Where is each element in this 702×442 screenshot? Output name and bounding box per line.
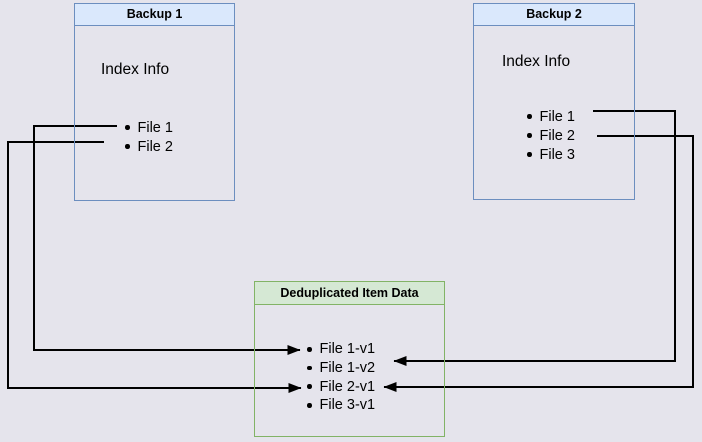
list-item: File 1 [527, 107, 634, 126]
bullet-icon [527, 152, 532, 157]
list-item-label: File 1-v2 [319, 360, 376, 377]
backup2-box: Backup 2 Index Info File 1 File 2 File 3 [473, 3, 635, 200]
bullet-icon [307, 347, 312, 352]
list-item-label: File 3-v1 [319, 397, 376, 414]
list-item-label: File 2 [137, 138, 173, 155]
bullet-icon [307, 365, 312, 371]
dedup-title: Deduplicated Item Data [255, 282, 444, 305]
backup1-heading: Index Info [101, 61, 170, 78]
backup2-title: Backup 2 [474, 4, 634, 26]
bullet-icon [125, 144, 130, 149]
bullet-icon [307, 403, 312, 408]
bullet-icon [527, 114, 532, 119]
list-item-label: File 2 [539, 127, 575, 144]
list-item: File 2 [125, 137, 234, 156]
bullet-icon [527, 133, 532, 138]
list-item: File 3-v1 [307, 396, 444, 415]
list-item: File 1-v2 [307, 359, 444, 378]
list-item-label: File 1-v1 [319, 341, 376, 358]
backup1-file-list: File 1 File 2 [75, 118, 234, 156]
list-item: File 2-v1 [307, 377, 444, 396]
backup1-title: Backup 1 [75, 4, 234, 26]
list-item-label: File 2-v1 [319, 378, 376, 395]
list-item-label: File 3 [539, 146, 575, 163]
backup2-heading: Index Info [502, 53, 571, 70]
list-item: File 1 [125, 118, 234, 137]
list-item: File 3 [527, 145, 634, 164]
bullet-icon [125, 125, 130, 130]
backup2-file-list: File 1 File 2 File 3 [474, 107, 634, 164]
bullet-icon [307, 384, 312, 389]
list-item-label: File 1 [539, 108, 575, 125]
backup1-box: Backup 1 Index Info File 1 File 2 [74, 3, 235, 201]
list-item: File 1-v1 [307, 340, 444, 359]
list-item-label: File 1 [137, 119, 173, 136]
list-item: File 2 [527, 126, 634, 145]
